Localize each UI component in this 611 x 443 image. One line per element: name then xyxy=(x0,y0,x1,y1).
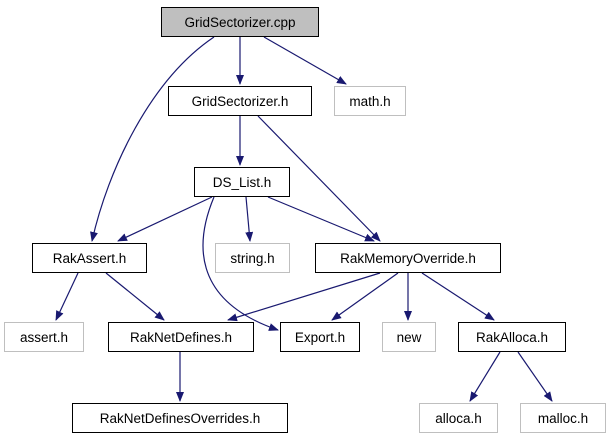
edge-rakalloca-h-to-alloca-h xyxy=(469,351,501,402)
node-assert-h[interactable]: assert.h xyxy=(4,322,84,352)
node-alloca-h[interactable]: alloca.h xyxy=(419,403,498,433)
edge-rakmem-h-to-export-h xyxy=(331,272,399,321)
node-rakalloca-h[interactable]: RakAlloca.h xyxy=(458,322,566,352)
edge-ds-list-h-to-string-h xyxy=(245,196,254,242)
edge-rakmem-h-to-raknetdef-h xyxy=(227,272,381,322)
node-rakmemoryoverride-h[interactable]: RakMemoryOverride.h xyxy=(315,243,501,273)
edge-rakmem-h-to-rakalloca-h xyxy=(421,272,495,321)
edge-ds-list-h-to-export-h xyxy=(202,196,279,331)
edge-rakassert-h-to-assert-h xyxy=(55,272,79,321)
edge-ds-list-h-to-rakassert-h xyxy=(117,196,213,242)
node-gridsectorizer-h[interactable]: GridSectorizer.h xyxy=(168,86,312,116)
node-raknetdefinesoverrides-h[interactable]: RakNetDefinesOverrides.h xyxy=(72,403,288,433)
node-ds-list-h[interactable]: DS_List.h xyxy=(194,167,290,197)
node-raknetdefines-h[interactable]: RakNetDefines.h xyxy=(108,322,254,352)
edge-grid-cpp-to-rakassert-h xyxy=(90,36,215,242)
node-export-h[interactable]: Export.h xyxy=(280,322,360,352)
edge-grid-cpp-to-math-h xyxy=(263,36,347,85)
node-math-h[interactable]: math.h xyxy=(334,86,406,116)
edge-rakassert-h-to-raknetdef-h xyxy=(105,272,165,321)
node-gridsectorizer-cpp[interactable]: GridSectorizer.cpp xyxy=(161,7,319,37)
node-new[interactable]: new xyxy=(382,322,436,352)
node-rakassert-h[interactable]: RakAssert.h xyxy=(32,243,147,273)
edge-rakalloca-h-to-malloc-h xyxy=(517,351,553,402)
edge-grid-h-to-rakmem-h xyxy=(257,115,381,242)
node-malloc-h[interactable]: malloc.h xyxy=(520,403,606,433)
edge-ds-list-h-to-rakmem-h xyxy=(267,196,375,242)
node-string-h[interactable]: string.h xyxy=(215,243,290,273)
